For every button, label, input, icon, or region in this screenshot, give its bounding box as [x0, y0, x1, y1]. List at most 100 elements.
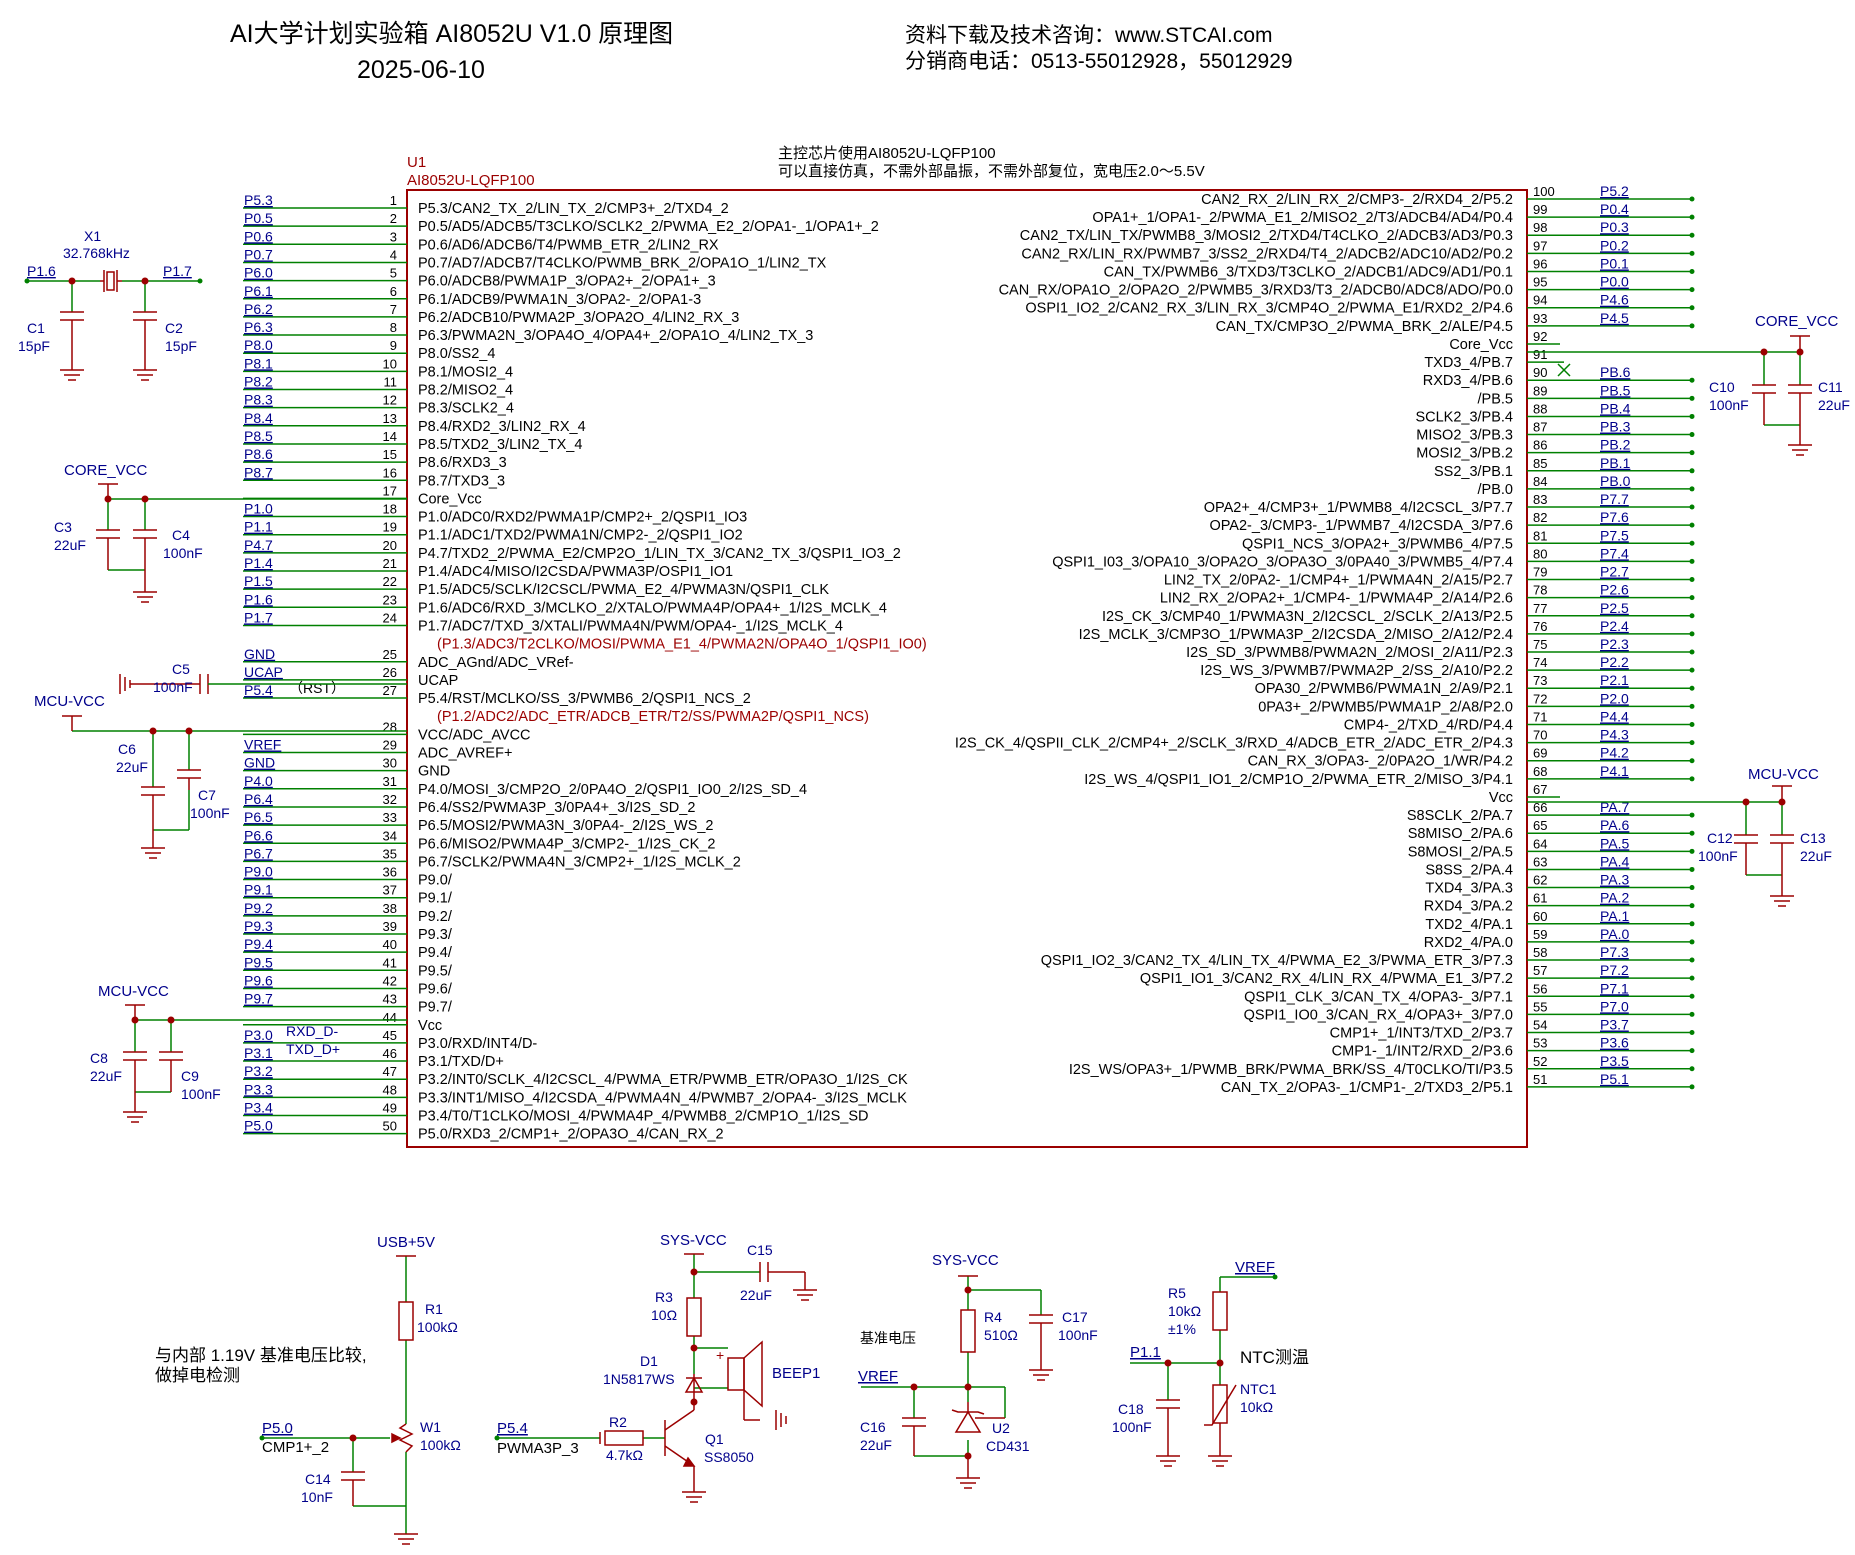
pin-number: 37: [383, 883, 397, 898]
left-pin-row: 33P6.5P6.5/MOSI2/PWMA3N_3/0PA4-_2/I2S_WS…: [243, 809, 714, 834]
w1-ref: W1: [420, 1419, 441, 1435]
net-label: VREF: [244, 737, 281, 753]
left-pin-row: 23P1.6P1.6/ADC6/RXD_3/MCLKO_2/XTALO/PWMA…: [243, 591, 887, 616]
pin-function-label: OSPI1_IO2_2/CAN2_RX_3/LIN_RX_3/CMP4O_2/P…: [1025, 301, 1513, 317]
pin-number: 79: [1533, 565, 1547, 580]
pin-number: 49: [383, 1101, 397, 1116]
net-label: P4.6: [1600, 292, 1629, 308]
pin-function-label: LIN2_TX_2/0PA2-_1/CMP4+_1/PWMA4N_2/A15/P…: [1164, 573, 1513, 589]
right-pin-row: P3.552I2S_WS/OPA3+_1/PWMB_BRK/PWMA_BRK/S…: [1069, 1053, 1695, 1078]
crystal-net-right: P1.7: [163, 263, 192, 279]
pin-number: 81: [1533, 528, 1547, 543]
pin-function-label: MISO2_3/PB.3: [1416, 428, 1513, 444]
pin-function-label: Core_Vcc: [418, 491, 482, 507]
net-label: P4.1: [1600, 763, 1629, 779]
pin-number: 71: [1533, 709, 1547, 724]
pin-number: 3: [390, 229, 397, 244]
net-label: P7.3: [1600, 944, 1629, 960]
pin-number: 21: [383, 556, 397, 571]
r2-value: 4.7kΩ: [606, 1447, 643, 1463]
pin-function-label: S8MISO_2/PA.6: [1408, 826, 1513, 842]
pin-function-label: CAN_TX_2/OPA3-_1/CMP1-_2/TXD3_2/P5.1: [1221, 1080, 1513, 1096]
buzzer-plus: +: [716, 1347, 724, 1363]
net-label: P4.3: [1600, 727, 1629, 743]
pin-function-label: P6.4/SS2/PWMA3P_3/0PA4+_3/I2S_SD_2: [418, 800, 695, 816]
ntc-net-pin: P1.1: [1130, 1344, 1161, 1361]
pin-function-label: TXD2_4/PA.1: [1425, 917, 1513, 933]
pin-function-label: P1.6/ADC6/RXD_3/MCLKO_2/XTALO/PWMA4P/OPA…: [418, 600, 887, 616]
ntc-net-top: VREF: [1235, 1259, 1275, 1276]
pin-number: 2: [390, 211, 397, 226]
d1-value: 1N5817WS: [603, 1371, 675, 1387]
pin-number: 68: [1533, 764, 1547, 779]
pin-function-label: QSPI1_IO1_3/CAN2_RX_4/LIN_RX_4/PWMA_E1_3…: [1140, 971, 1513, 987]
pin-function-label: QSPI1_I03_3/OPA10_3/OPA2O_3/OPA3O_3/0PA4…: [1052, 554, 1513, 570]
pin-function-label: P9.3/: [418, 927, 453, 943]
pin-function-label: P8.3/SCLK2_4: [418, 401, 514, 417]
right-pin-row: P4.694OSPI1_IO2_2/CAN2_RX_3/LIN_RX_3/CMP…: [1025, 292, 1695, 317]
crystal-ref: X1: [84, 228, 101, 244]
net-label: P0.4: [1600, 201, 1629, 217]
pin-number: 75: [1533, 637, 1547, 652]
pin-number: 19: [383, 520, 397, 535]
buzzer-net-fn: PWMA3P_3: [497, 1440, 579, 1457]
net-label: P6.3: [244, 319, 273, 335]
left-pin-row: 27P5.4P5.4/RST/MCLKO/SS_3/PWMB6_2/QSPI1_…: [243, 682, 751, 707]
pin-function-label: P6.6/MISO2/PWMA4P_3/CMP2-_1/I2S_CK_2: [418, 836, 715, 852]
left-pin-row: 20P4.7P4.7/TXD2_2/PWMA_E2/CMP2O_1/LIN_TX…: [243, 537, 901, 562]
pin-function-label: P3.1/TXD/D+: [418, 1054, 504, 1070]
pin-number: 97: [1533, 238, 1547, 253]
right-pin-row: P2.678LIN2_RX_2/OPA2+_1/CMP4-_1/PWMA4P_2…: [1160, 582, 1695, 607]
right-pin-row: P2.274I2S_WS_3/PWMB7/PWMA2P_2/SS_2/A10/P…: [1200, 654, 1695, 679]
c15-value: 22uF: [740, 1287, 772, 1303]
r1-value: 100kΩ: [417, 1319, 458, 1335]
pin-number: 22: [383, 574, 397, 589]
pin-function-label: Vcc: [1489, 790, 1513, 806]
pin-number: 40: [383, 937, 397, 952]
pin-number: 95: [1533, 275, 1547, 290]
pin-function-label: P4.7/TXD2_2/PWMA_E2/CMP2O_1/LIN_TX_3/CAN…: [418, 546, 901, 562]
pin-number: 53: [1533, 1036, 1547, 1051]
r2-ref: R2: [609, 1414, 627, 1430]
pin-number: 74: [1533, 655, 1547, 670]
ntc-ref: NTC1: [1240, 1381, 1277, 1397]
net-label: P5.0: [244, 1118, 273, 1134]
pin-function-label: P1.5/ADC5/SCLK/I2CSCL/PWMA_E2_4/PWMA3N/Q…: [418, 582, 829, 598]
net-label: P0.3: [1600, 219, 1629, 235]
net-label: PB.1: [1600, 455, 1631, 471]
left-pin-row: 9P8.0P8.0/SS2_4: [243, 337, 495, 362]
pin-number: 20: [383, 538, 397, 553]
left-pin-row: 34P6.6P6.6/MISO2/PWMA4P_3/CMP2-_1/I2S_CK…: [243, 827, 715, 852]
pin-number: 93: [1533, 311, 1547, 326]
left-pin-row: 5P6.0P6.0/ADCB8/PWMA1P_3/OPA2+_2/OPA1+_3: [243, 265, 716, 290]
net-label: P8.4: [244, 410, 273, 426]
crystal-circuit: X1 32.768kHz P1.6 P1.7 C1 15pF C2 15pF: [18, 228, 203, 381]
net-label: P0.7: [244, 246, 273, 262]
pin-number: 63: [1533, 854, 1547, 869]
q1-value: SS8050: [704, 1449, 754, 1465]
c11-value: 22uF: [1818, 397, 1850, 413]
pin-function-label: P3.4/T0/T1CLKO/MOSI_4/PWMA4P_4/PWMB8_2/C…: [418, 1109, 868, 1125]
net-label: P7.0: [1600, 998, 1629, 1014]
c9-ref: C9: [181, 1068, 199, 1084]
net-label: PA.4: [1600, 853, 1630, 869]
left-pin-row: 19P1.1P1.1/ADC1/TXD2/PWMA1N/CMP2-_2/QSPI…: [243, 519, 743, 544]
net-label: P7.4: [1600, 545, 1629, 561]
c17-ref: C17: [1062, 1309, 1088, 1325]
net-label: P6.0: [244, 265, 273, 281]
net-label: PA.0: [1600, 926, 1630, 942]
c6-value: 22uF: [116, 759, 148, 775]
net-label: P8.1: [244, 355, 273, 371]
pin-function-label: I2S_WS/OPA3+_1/PWMB_BRK/PWMA_BRK/SS_4/T0…: [1069, 1062, 1513, 1078]
pin-function-label: TXD4_3/PA.3: [1425, 881, 1513, 897]
pin-function-label: QSPI1_CLK_3/CAN_TX_4/OPA3-_3/P7.1: [1244, 989, 1513, 1005]
